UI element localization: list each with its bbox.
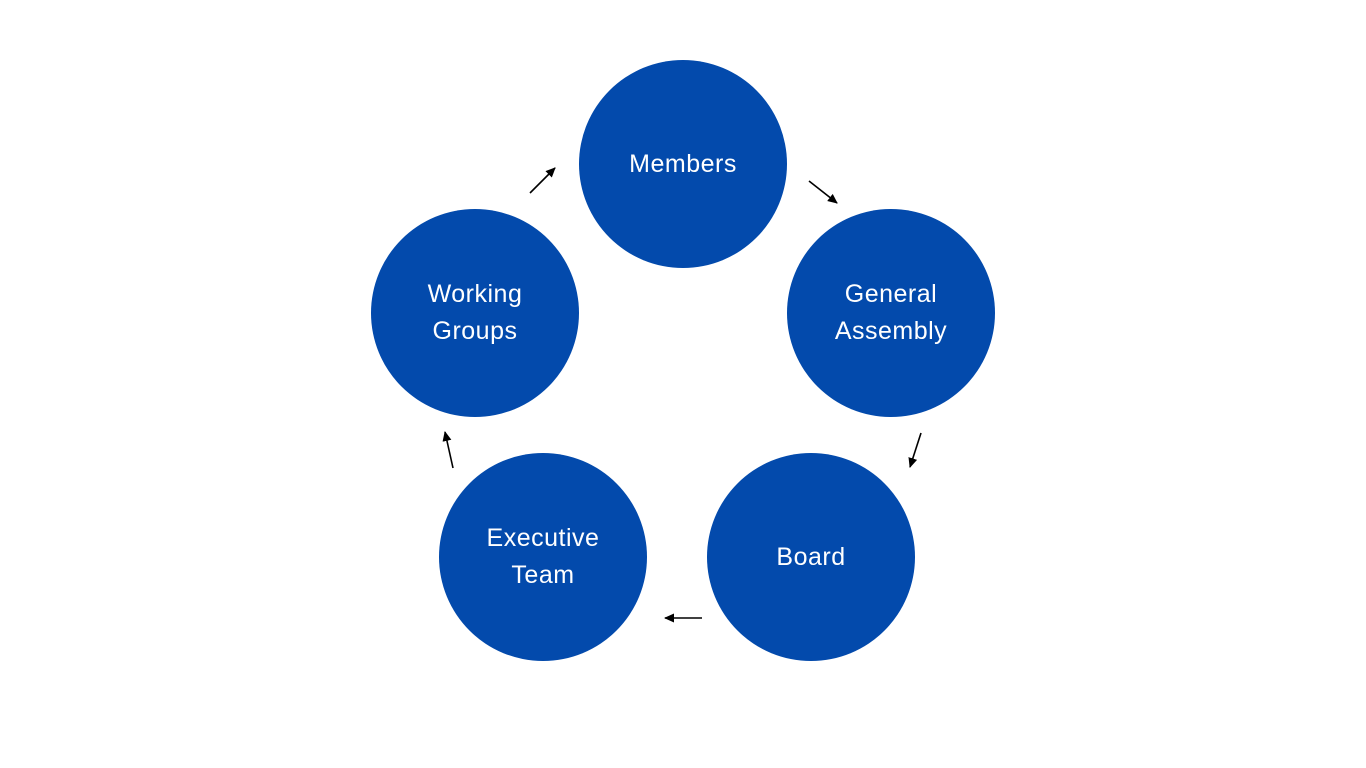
arrow-executive-to-working	[442, 431, 454, 469]
arrow-members-to-assembly	[808, 180, 838, 204]
node-general-assembly: General Assembly	[787, 209, 995, 417]
node-working-groups-label: Working Groups	[428, 276, 523, 350]
node-board: Board	[707, 453, 915, 661]
arrow-working-to-members	[529, 167, 556, 194]
node-working-groups: Working Groups	[371, 209, 579, 417]
node-working-groups-line2: Groups	[432, 317, 518, 345]
node-general-assembly-label: General Assembly	[835, 276, 947, 350]
node-general-assembly-line2: Assembly	[834, 317, 948, 345]
node-executive-team-line1: Executive	[486, 524, 600, 552]
node-board-line1: Board	[776, 542, 846, 571]
node-members-label: Members	[629, 146, 737, 183]
node-board-label: Board	[776, 539, 845, 576]
node-members: Members	[579, 60, 787, 268]
node-working-groups-line1: Working	[427, 280, 523, 308]
node-general-assembly-line1: General	[844, 280, 938, 308]
arrow-assembly-to-board	[908, 432, 922, 468]
node-executive-team-line2: Team	[511, 561, 575, 589]
node-executive-team: Executive Team	[439, 453, 647, 661]
node-executive-team-label: Executive Team	[487, 520, 600, 594]
node-members-line1: Members	[629, 149, 737, 178]
